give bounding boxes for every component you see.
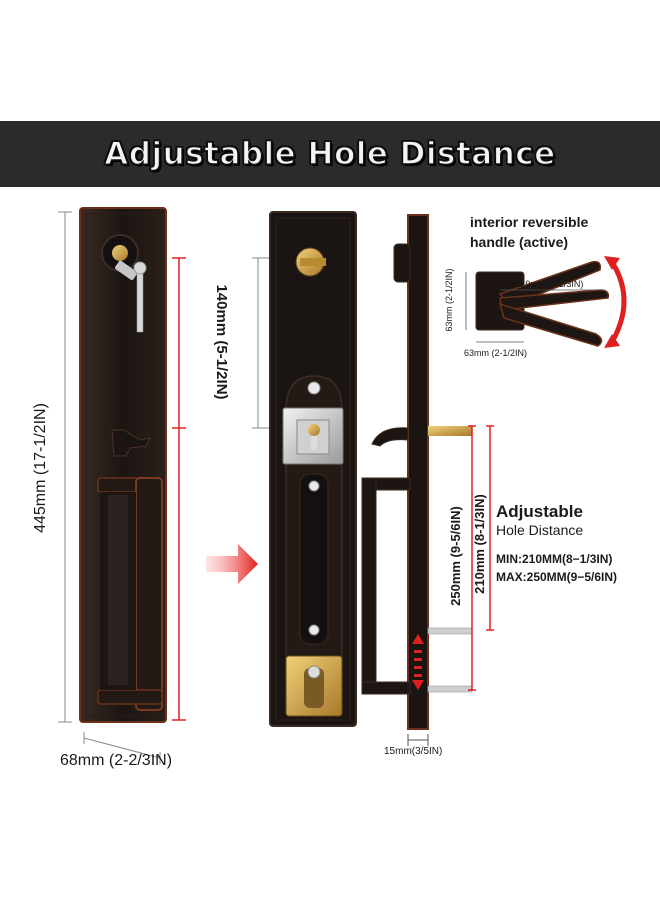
backset-dimension-label: 140mm (5-1/2IN) xyxy=(213,284,230,400)
arrow-icon xyxy=(206,544,258,584)
interior-title-line2: handle (active) xyxy=(470,234,569,250)
front-view-handleset xyxy=(58,207,186,764)
min-distance-label: MIN:210MM(8−1/3IN) xyxy=(496,552,613,566)
interior-lever-handle xyxy=(465,256,627,348)
height-dimension-label: 445mm (17-1/2IN) xyxy=(32,403,49,533)
side-view-handleset xyxy=(361,214,494,746)
adjustable-title: Adjustable xyxy=(496,502,583,521)
width-dimension-label: 68mm (2-2/3IN) xyxy=(60,752,173,769)
banner-title: Adjustable Hole Distance xyxy=(104,135,556,173)
hole-250-label: 250mm (9-5/6IN) xyxy=(448,506,463,606)
rose-width-label: 63mm (2-1/2IN) xyxy=(464,348,528,358)
lever-length-label: 119mm (4-2/3IN) xyxy=(516,279,584,289)
back-view-handleset xyxy=(252,211,357,727)
max-distance-label: MAX:250MM(9−5/6IN) xyxy=(496,570,618,584)
adjustable-subtitle: Hole Distance xyxy=(496,522,584,538)
rose-height-label: 63mm (2-1/2IN) xyxy=(444,268,454,332)
title-banner xyxy=(0,121,660,187)
hole-210-label: 210mm (8-1/3IN) xyxy=(472,494,487,594)
thickness-dimension-label: 15mm(3/5IN) xyxy=(384,746,443,757)
interior-title-line1: interior reversible xyxy=(470,214,589,230)
